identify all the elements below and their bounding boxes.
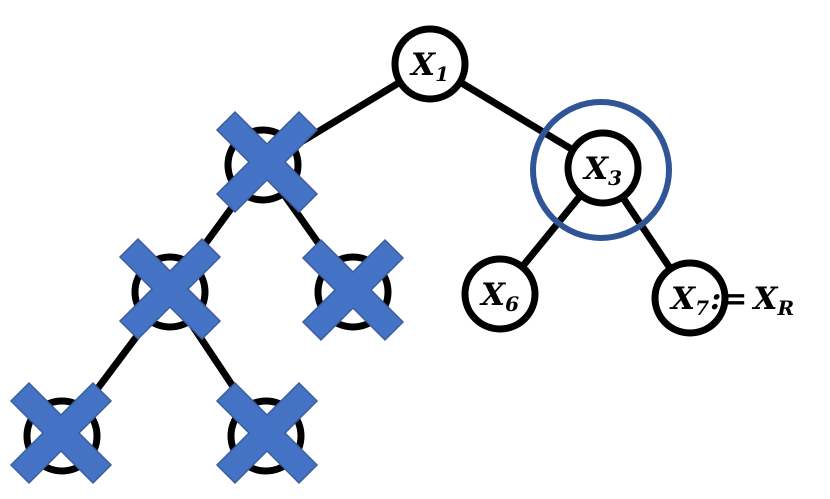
node-x7 xyxy=(651,259,729,337)
label-x6: X6 xyxy=(479,277,519,316)
label-x1: X1 xyxy=(409,47,449,86)
highlight-ring xyxy=(530,99,672,241)
label-x7: X7 xyxy=(669,281,709,320)
label-x3: X3 xyxy=(582,151,622,190)
node-x3 xyxy=(564,129,642,207)
node-x6 xyxy=(461,255,539,333)
node-x1 xyxy=(391,25,469,103)
assignment-label: :=XR xyxy=(710,281,794,320)
